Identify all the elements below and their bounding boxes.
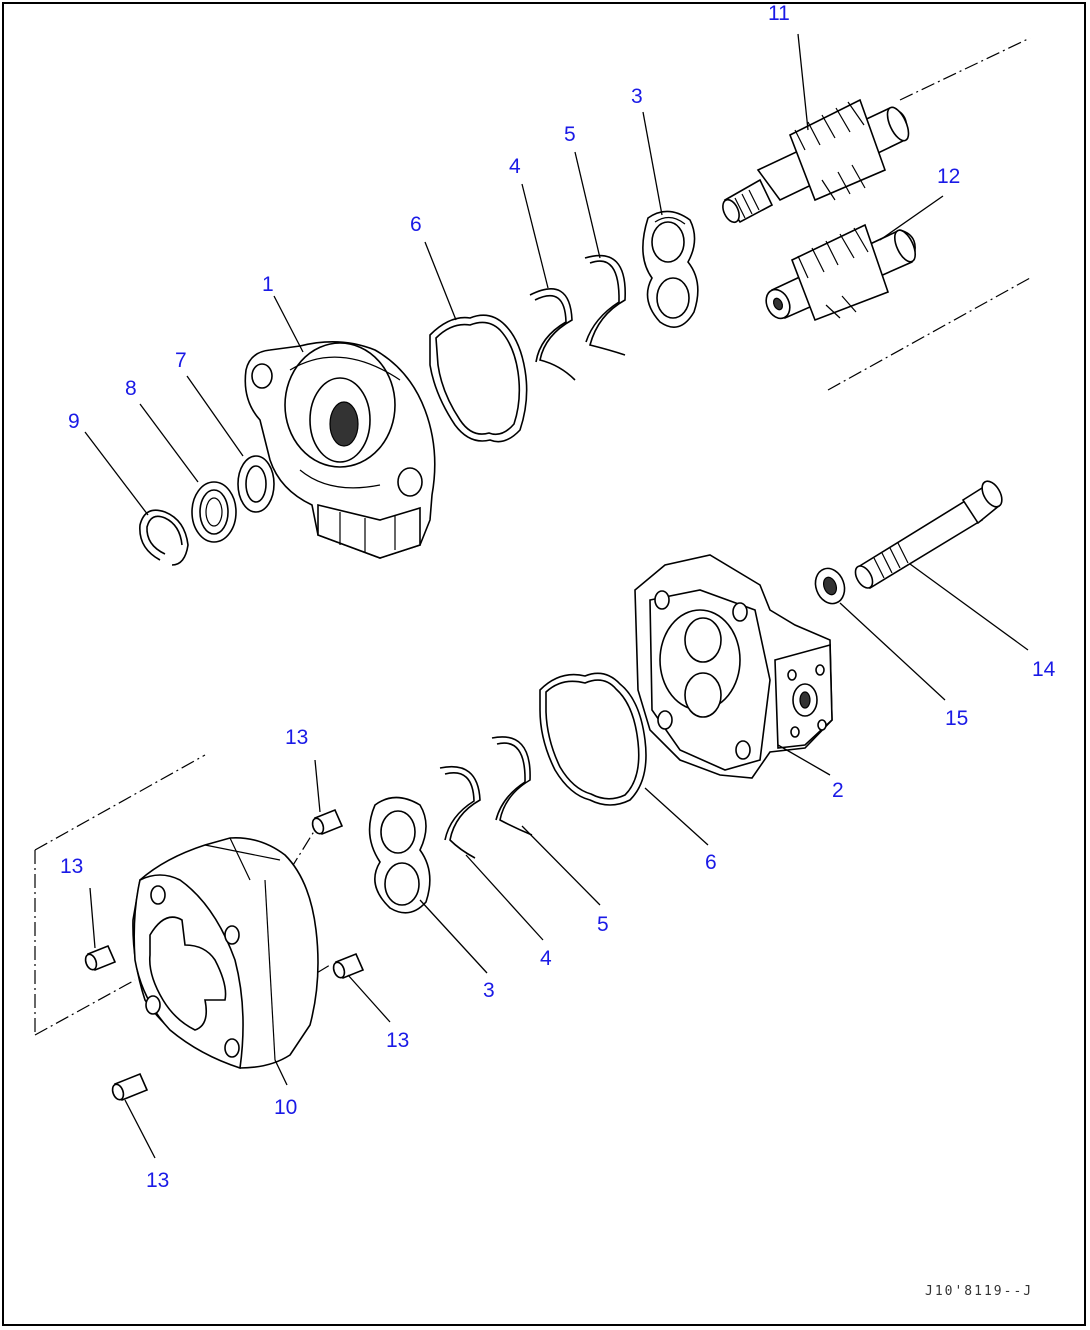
callout-4-upper: 4 (509, 155, 521, 178)
o-ring-upper (429, 314, 528, 443)
callout-5-upper: 5 (564, 123, 576, 146)
callout-3-upper: 3 (631, 85, 643, 108)
callout-8: 8 (125, 377, 137, 400)
bolt (854, 480, 1003, 590)
callout-10: 10 (274, 1096, 298, 1119)
callout-13-right: 13 (386, 1029, 410, 1052)
front-cover-housing (244, 341, 436, 559)
callout-6-lower: 6 (705, 851, 717, 874)
callout-5-lower: 5 (597, 913, 609, 936)
dowel-pins (84, 808, 365, 1102)
bushing-plate-lower (368, 796, 431, 914)
callout-14: 14 (1032, 658, 1056, 681)
leader-lines (84, 33, 1029, 1159)
callout-3-lower: 3 (483, 979, 495, 1002)
callout-7: 7 (175, 349, 187, 372)
callout-15: 15 (945, 707, 969, 730)
callout-13-left: 13 (60, 855, 84, 878)
washer (237, 455, 275, 513)
gear-case (132, 837, 319, 1070)
callout-13-top: 13 (285, 726, 309, 749)
snap-ring (139, 509, 189, 566)
callout-1: 1 (262, 273, 274, 296)
callout-11: 11 (768, 2, 790, 25)
seal-pieces-upper (529, 254, 626, 381)
driven-gear-shaft (765, 223, 917, 322)
spring-washer (814, 567, 846, 605)
seal-pieces-lower (439, 736, 533, 859)
callout-9: 9 (68, 410, 80, 433)
bushing-plate-upper (642, 210, 699, 328)
drive-gear-shaft (722, 98, 910, 224)
o-ring-lower (539, 672, 647, 806)
oil-seal (191, 481, 237, 543)
callout-13-bottom: 13 (146, 1169, 170, 1192)
rear-cover-housing (634, 554, 833, 779)
callout-2: 2 (832, 779, 844, 802)
callout-12: 12 (937, 165, 961, 188)
callout-6-upper: 6 (410, 213, 422, 236)
callout-4-lower: 4 (540, 947, 552, 970)
drawing-code: J10'8119--J (925, 1284, 1034, 1299)
